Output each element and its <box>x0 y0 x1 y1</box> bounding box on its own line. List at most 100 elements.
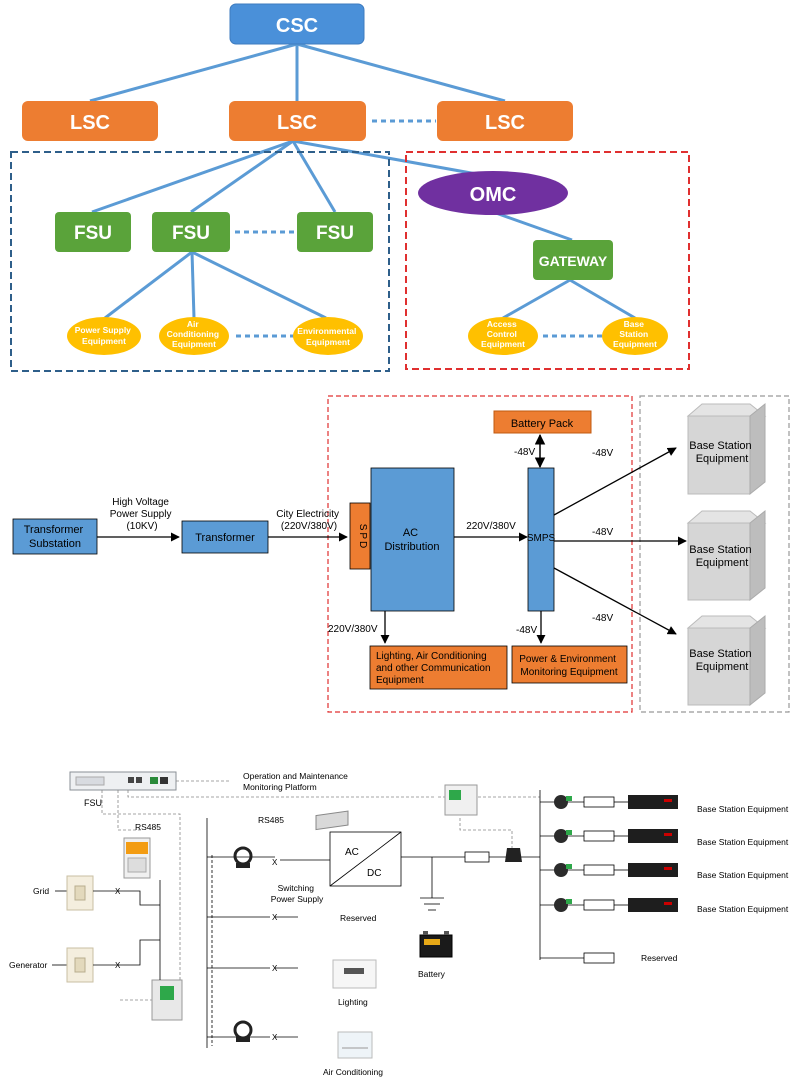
rack-unit-1 <box>628 795 678 809</box>
air-cond-line-2: Conditioning <box>167 329 219 339</box>
base-station-2-line-2: Equipment <box>696 557 749 569</box>
lsc-node-center <box>229 101 366 141</box>
hierarchy-dotted-links <box>235 119 605 338</box>
ops-platform-line-2: Monitoring Platform <box>243 782 317 792</box>
feeder-4-x: X <box>272 1033 278 1042</box>
city-electricity-line-1: City Electricity <box>276 509 339 520</box>
lighting-voltage-label: 220V/380V <box>328 624 378 635</box>
lighting-box-line-3: Equipment <box>376 675 424 686</box>
battery-label: Battery <box>418 969 446 979</box>
base-station-3-line-1: Base Station <box>689 648 751 660</box>
high-voltage-line-2: Power Supply <box>110 509 172 520</box>
ac-distribution-box <box>370 467 455 612</box>
spd-label: SPD <box>357 524 368 551</box>
substation-line-1: Transformer <box>24 524 84 536</box>
power-flow-section: Battery Pack -48V Transformer Substation… <box>12 395 790 713</box>
grid-switch-x: X <box>115 887 121 896</box>
ac-distribution-line-1: AC <box>403 527 418 539</box>
svg-text:Base Station Equipment: Base Station Equipment <box>689 648 754 673</box>
fsu-label: FSU <box>84 798 102 808</box>
smps-out-mid-voltage: -48V <box>592 527 613 538</box>
base-station-region <box>639 395 790 713</box>
fsu-label-center: FSU <box>172 223 210 244</box>
wiring-section: FSU Operation and Maintenance Monitoring… <box>9 771 789 1077</box>
base-station-line-2: Station <box>619 329 648 339</box>
base-station-feeders <box>540 796 628 964</box>
gateway-node <box>533 240 613 280</box>
svg-text:AC Distribution: AC Distribution <box>384 527 439 553</box>
rs485-right-label: RS485 <box>258 815 284 825</box>
feeder-2-x: X <box>272 913 278 922</box>
substation-line-2: Substation <box>29 538 81 550</box>
base-station-1-line-2: Equipment <box>696 453 749 465</box>
lsc-label-center: LSC <box>277 112 317 134</box>
base-station-cube-1: Base Station Equipment <box>686 402 767 496</box>
access-control-line-1: Access <box>487 319 517 329</box>
transformer-box <box>181 520 269 554</box>
power-supply-equipment-node <box>67 317 141 355</box>
high-voltage-line-3: (10KV) <box>126 521 157 532</box>
fsu-node-right <box>297 212 373 252</box>
fsu-node-left <box>55 212 131 252</box>
grid-label: Grid <box>33 886 49 896</box>
air-conditioner-device <box>337 1031 373 1059</box>
monitoring-voltage-label: -48V <box>516 625 537 636</box>
power-supply-line-1: Power Supply <box>75 325 131 335</box>
lsc-node-right <box>437 101 573 141</box>
smps-box <box>527 467 555 612</box>
current-sensor-1 <box>233 846 253 868</box>
reserved-mid-label: Reserved <box>340 913 377 923</box>
lsc-node-left <box>22 101 158 141</box>
environmental-line-2: Equipment <box>306 337 350 347</box>
source-wiring <box>93 880 161 980</box>
lsc-label-left: LSC <box>70 112 110 134</box>
access-control-equipment-node <box>468 317 538 355</box>
lsc-label-right: LSC <box>485 112 525 134</box>
environmental-equipment-node <box>293 317 363 355</box>
base-station-cube-3: Base Station Equipment <box>686 614 767 707</box>
base-station-eq-1: Base Station Equipment <box>697 804 789 814</box>
ats-device <box>151 979 183 1021</box>
city-electricity-line-2: (220V/380V) <box>281 521 337 532</box>
svg-text:Base Station Equipment: Base Station Equipment <box>689 440 754 465</box>
battery-voltage-label: -48V <box>514 447 535 458</box>
air-conditioning-label: Air Conditioning <box>323 1067 383 1077</box>
access-control-line-3: Equipment <box>481 339 525 349</box>
switching-ps-line-2: Power Supply <box>271 894 324 904</box>
feeder-1-x: X <box>272 858 278 867</box>
air-conditioning-equipment-node <box>159 317 229 355</box>
lighting-label: Lighting <box>338 997 368 1007</box>
fsu-label-left: FSU <box>74 223 112 244</box>
lighting-box-line-1: Lighting, Air Conditioning <box>376 651 487 662</box>
dc-label: DC <box>367 868 381 879</box>
hierarchy-section: CSC LSC LSC LSC FSU FSU FSU OMC GATEWAY … <box>10 3 690 372</box>
dc-meter-device <box>444 784 478 816</box>
omc-node <box>418 171 568 215</box>
svg-text:Lighting, Air Conditioning: Lighting, Air Conditioning and other Com… <box>376 651 493 686</box>
transformer-label: Transformer <box>195 532 255 544</box>
monitoring-equipment-box <box>511 645 628 684</box>
dc-current-sensor <box>505 848 522 862</box>
battery-pack-label: Battery Pack <box>511 418 574 430</box>
battery-device <box>419 931 453 958</box>
reserved-right-label: Reserved <box>641 953 678 963</box>
fsu-region <box>10 151 390 372</box>
ac-to-smps-voltage: 220V/380V <box>466 521 516 532</box>
generator-switch-x: X <box>115 961 121 970</box>
power-supply-line-2: Equipment <box>82 336 126 346</box>
smps-out-low-voltage: -48V <box>592 613 613 624</box>
base-station-line-1: Base <box>624 319 645 329</box>
base-station-equipment-node <box>602 317 668 355</box>
base-station-1-line-1: Base Station <box>689 440 751 452</box>
base-station-2-line-1: Base Station <box>689 544 751 556</box>
high-voltage-line-1: High Voltage <box>112 497 169 508</box>
air-cond-line-3: Equipment <box>172 339 216 349</box>
gateway-label: GATEWAY <box>539 253 608 269</box>
monitoring-box-line-2: Monitoring Equipment <box>520 667 617 678</box>
fsu-device <box>69 771 177 791</box>
base-station-cube-2: Base Station Equipment <box>686 509 767 602</box>
rs485-meter-device <box>123 837 151 879</box>
smps-out-top-voltage: -48V <box>592 448 613 459</box>
rs485-left-label: RS485 <box>135 822 161 832</box>
spd-box <box>349 502 371 570</box>
